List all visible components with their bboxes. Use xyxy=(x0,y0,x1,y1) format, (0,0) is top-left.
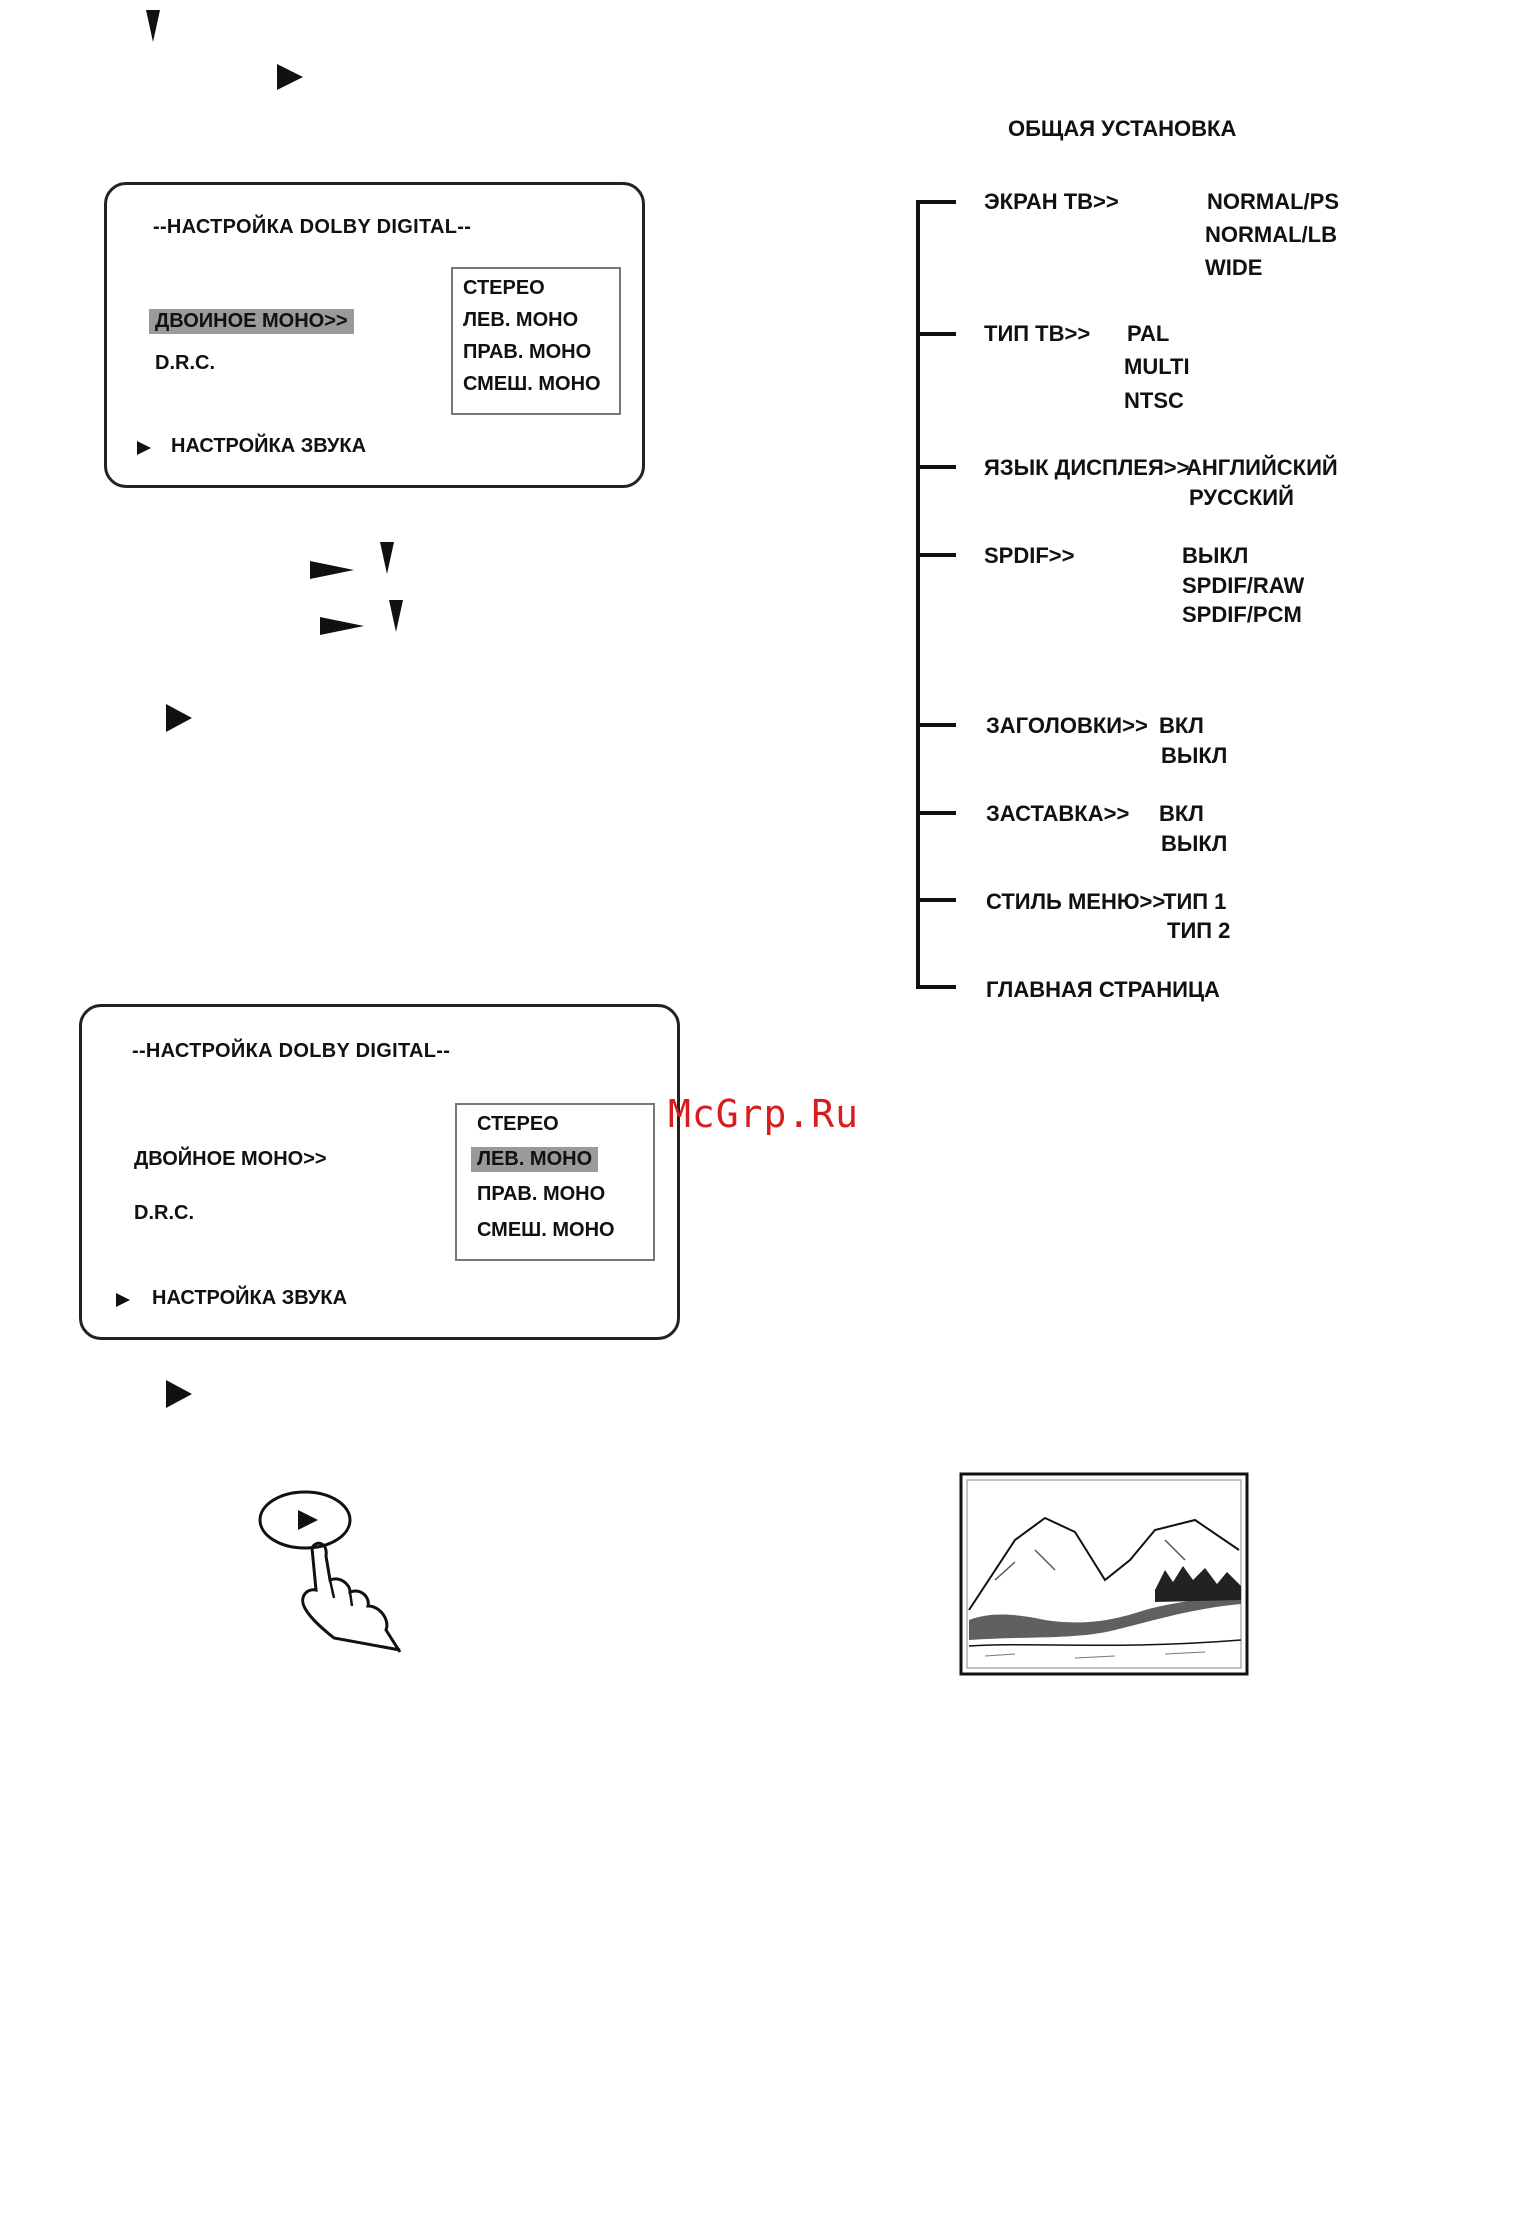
right-arrow-icon xyxy=(166,1380,192,1408)
option-mixed-mono[interactable]: СМЕШ. МОНО xyxy=(463,373,601,395)
menu-item-drc[interactable]: D.R.C. xyxy=(134,1202,194,1224)
tree-value[interactable]: ВКЛ xyxy=(1159,801,1204,826)
options-list: СТЕРЕО ЛЕВ. МОНО ПРАВ. МОНО СМЕШ. МОНО xyxy=(451,267,621,415)
menu-item-dual-mono[interactable]: ДВОИНОЕ МОНО>> xyxy=(149,309,354,334)
option-left-mono[interactable]: ЛЕВ. МОНО xyxy=(463,309,579,331)
tree-title: ОБЩАЯ УСТАНОВКА xyxy=(1008,116,1237,141)
tree-branch xyxy=(916,332,956,336)
watermark-text: McGrp.Ru xyxy=(668,1092,860,1136)
tree-value[interactable]: ТИП 2 xyxy=(1167,918,1231,943)
options-list: СТЕРЕО ЛЕВ. МОНО ПРАВ. МОНО СМЕШ. МОНО xyxy=(455,1103,655,1261)
tree-item-spdif[interactable]: SPDIF>> xyxy=(984,543,1075,568)
footer-arrow-icon xyxy=(137,441,151,455)
dolby-digital-menu-bottom: --НАСТРОЙКА DOLBY DIGITAL-- ДВОЙНОЕ МОНО… xyxy=(79,1004,680,1340)
tree-value[interactable]: MULTI xyxy=(1124,354,1190,379)
down-arrow-icon xyxy=(389,600,403,632)
tree-value[interactable]: NTSC xyxy=(1124,388,1184,413)
tree-value[interactable]: ВКЛ xyxy=(1159,713,1204,738)
tree-item-screen[interactable]: ЭКРАН ТВ>> xyxy=(984,189,1119,214)
tree-branch xyxy=(916,553,956,557)
option-stereo[interactable]: СТЕРЕО xyxy=(463,277,545,299)
option-stereo[interactable]: СТЕРЕО xyxy=(477,1113,559,1135)
down-arrow-icon xyxy=(146,10,160,42)
tree-branch xyxy=(916,465,956,469)
tree-item-tv-type[interactable]: ТИП ТВ>> xyxy=(984,321,1091,346)
tree-value[interactable]: ВЫКЛ xyxy=(1182,543,1249,568)
menu-title: --НАСТРОЙКА DOLBY DIGITAL-- xyxy=(153,216,472,238)
menu-title: --НАСТРОЙКА DOLBY DIGITAL-- xyxy=(132,1040,451,1062)
tree-branch xyxy=(916,723,956,727)
tree-value[interactable]: АНГЛИЙСКИЙ xyxy=(1186,455,1338,480)
right-arrow-icon xyxy=(277,64,303,90)
tree-item-main-page[interactable]: ГЛАВНАЯ СТРАНИЦА xyxy=(986,977,1220,1002)
tree-value[interactable]: РУССКИЙ xyxy=(1189,485,1294,510)
tree-item-screensaver[interactable]: ЗАСТАВКА>> xyxy=(986,801,1130,826)
tree-value[interactable]: ТИП 1 xyxy=(1163,889,1227,914)
option-mixed-mono[interactable]: СМЕШ. МОНО xyxy=(477,1219,615,1241)
option-left-mono[interactable]: ЛЕВ. МОНО xyxy=(471,1147,599,1172)
tree-item-titles[interactable]: ЗАГОЛОВКИ>> xyxy=(986,713,1148,738)
play-button-hand-icon xyxy=(258,1490,402,1653)
tree-value[interactable]: SPDIF/RAW xyxy=(1182,573,1305,598)
menu-item-dual-mono[interactable]: ДВОЙНОЕ МОНО>> xyxy=(134,1148,327,1170)
tree-value[interactable]: ВЫКЛ xyxy=(1161,743,1228,768)
menu-footer-sound-setup[interactable]: НАСТРОЙКА ЗВУКА xyxy=(152,1287,348,1309)
tree-branch xyxy=(916,200,956,204)
tree-branch xyxy=(916,811,956,815)
option-right-mono[interactable]: ПРАВ. МОНО xyxy=(463,341,592,363)
landscape-screensaver-image xyxy=(959,1472,1249,1676)
tree-trunk xyxy=(916,200,920,988)
tree-branch xyxy=(916,985,956,989)
down-arrow-icon xyxy=(380,542,394,574)
tree-value[interactable]: NORMAL/PS xyxy=(1207,189,1339,214)
tree-value[interactable]: WIDE xyxy=(1205,255,1263,280)
menu-footer-sound-setup[interactable]: НАСТРОЙКА ЗВУКА xyxy=(171,435,367,457)
tree-value[interactable]: ВЫКЛ xyxy=(1161,831,1228,856)
footer-arrow-icon xyxy=(116,1293,130,1307)
right-arrow-icon xyxy=(310,561,354,579)
option-right-mono[interactable]: ПРАВ. МОНО xyxy=(477,1183,606,1205)
tree-value[interactable]: SPDIF/PCM xyxy=(1182,602,1302,627)
right-arrow-icon xyxy=(320,617,364,635)
menu-item-drc[interactable]: D.R.C. xyxy=(155,352,215,374)
dolby-digital-menu-top: --НАСТРОЙКА DOLBY DIGITAL-- ДВОИНОЕ МОНО… xyxy=(104,182,645,488)
tree-item-menu-style[interactable]: СТИЛЬ МЕНЮ>> xyxy=(986,889,1166,914)
right-arrow-icon xyxy=(166,704,192,732)
tree-value[interactable]: NORMAL/LB xyxy=(1205,222,1337,247)
tree-item-display-language[interactable]: ЯЗЫК ДИСПЛЕЯ>> xyxy=(984,455,1190,480)
tree-value[interactable]: PAL xyxy=(1127,321,1170,346)
tree-branch xyxy=(916,898,956,902)
